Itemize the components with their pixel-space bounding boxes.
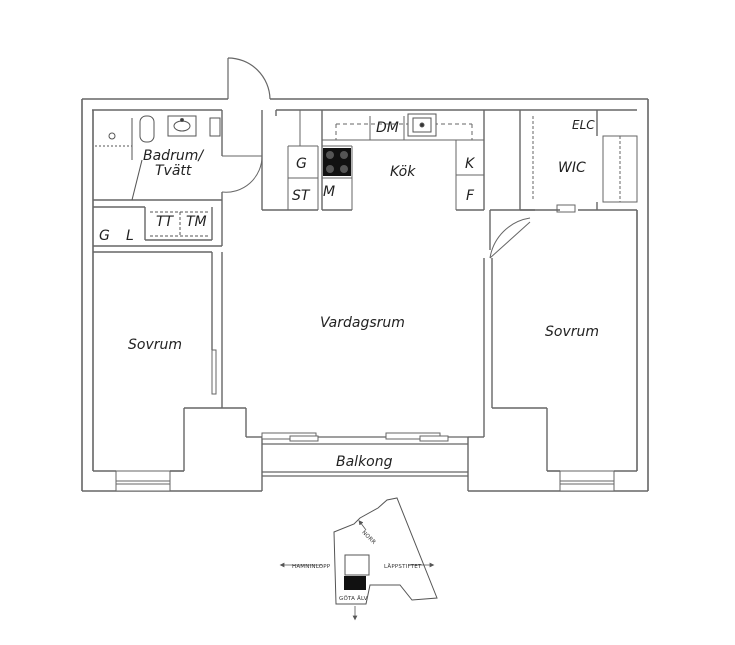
- fixture-label-kitchen-g: G: [296, 156, 307, 172]
- fixture-label-kitchen-m: M: [323, 184, 335, 200]
- site-label-west: HAMNINLOPP: [292, 564, 331, 570]
- bedroom-right-door: [489, 217, 531, 259]
- bedroom-left-walls: [93, 245, 263, 491]
- fixture-label-wardrobe-g-left: G: [99, 228, 110, 244]
- fixture-label-electrical: ELC: [572, 118, 595, 132]
- bedroom-left-sliding-door: [211, 349, 217, 395]
- bathroom-pointer: [131, 159, 143, 201]
- fixture-label-wardrobe-l-left: L: [126, 228, 134, 244]
- fixture-label-kitchen-f: F: [466, 188, 475, 204]
- room-label-kitchen: Kök: [390, 164, 416, 180]
- site-courtyard: [344, 554, 370, 576]
- room-label-bathroom: Badrum/: [143, 148, 204, 164]
- kitchen-counter: [287, 110, 484, 210]
- arrow-north: [358, 520, 367, 531]
- room-label-bedroom-left: Sovrum: [128, 337, 182, 353]
- kitchen-walls: [321, 110, 485, 211]
- room-label-laundry: Tvätt: [155, 163, 192, 179]
- unit-marker: [344, 576, 366, 590]
- kitchen-sink: [407, 113, 437, 137]
- fixture-label-kitchen-k: K: [465, 156, 476, 172]
- site-plan: NORR HAMNINLOPP LÄPPSTIFTET GÖTA ÄLV: [279, 497, 438, 621]
- bathroom-fixtures: [95, 115, 221, 237]
- wic-walls: [519, 110, 637, 211]
- bathroom-walls: [93, 110, 223, 246]
- site-label-east: LÄPPSTIFTET: [384, 563, 422, 570]
- bedroom-right-walls: [467, 209, 548, 491]
- room-label-balcony: Balkong: [336, 454, 393, 470]
- outer-walls: [81, 98, 649, 492]
- window-bedroom-right: [559, 470, 615, 492]
- fixture-label-dishwasher: DM: [376, 120, 399, 136]
- kitchen-stove: [323, 148, 351, 176]
- room-label-bedroom-right: Sovrum: [545, 324, 599, 340]
- room-label-wic: WIC: [558, 160, 586, 176]
- window-bedroom-left: [115, 470, 171, 492]
- hall-walls: [261, 110, 318, 211]
- fixture-label-tumble-dryer: TT: [156, 214, 175, 230]
- site-label-south: GÖTA ÄLV: [339, 595, 368, 602]
- fixture-label-washing-machine: TM: [186, 214, 207, 230]
- balcony-sliding-doors: [261, 432, 449, 442]
- entrance-door: [227, 57, 271, 100]
- fixture-label-kitchen-st: ST: [292, 188, 311, 204]
- wic-shelves: [532, 116, 638, 213]
- bathroom-door: [221, 155, 263, 193]
- room-label-living-room: Vardagsrum: [320, 315, 405, 331]
